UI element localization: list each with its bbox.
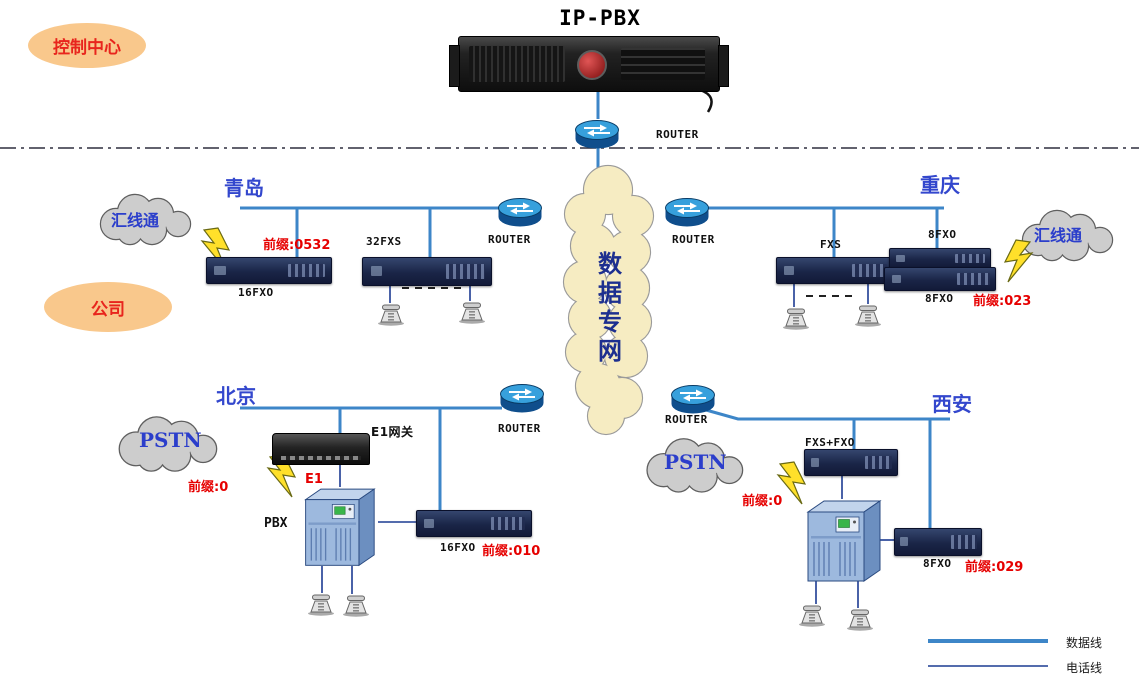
- cloud-label-chongqing-trunk: 汇线通: [1034, 226, 1083, 245]
- phone-icon-beijing-1: [308, 594, 334, 616]
- dashed-phone-lines: [402, 287, 858, 297]
- device-8fxo-bottom-chongqing: [884, 267, 996, 291]
- phone-icon-qingdao-1: [378, 304, 404, 326]
- phone-icon-chongqing-1: [783, 308, 809, 330]
- device-16fxo-beijing: [416, 510, 532, 537]
- prefix-label-xian-8fxo: 前缀:029: [965, 560, 1024, 575]
- router-icon-beijing: [500, 384, 544, 413]
- device-8fxo-top-chongqing: [889, 248, 991, 269]
- region-label-beijing: 北京: [216, 384, 256, 408]
- prefix-label-beijing-16fxo: 前缀:010: [482, 544, 541, 559]
- device-label-32fxs: 32FXS: [366, 235, 402, 248]
- device-label-8fxo-xian: 8FXO: [923, 557, 952, 570]
- ippbx-server: [449, 36, 729, 92]
- network-cloud-label: 数据专网: [598, 250, 622, 365]
- phone-icon-qingdao-2: [459, 302, 485, 324]
- router-label-xian: ROUTER: [665, 413, 708, 426]
- pbx-cabinet-beijing: [304, 488, 376, 567]
- device-label-fxs-chongqing: FXS: [820, 238, 842, 251]
- server-rack-ear-right: [718, 45, 729, 87]
- device-fxs-fxo-xian: [804, 449, 898, 476]
- prefix-label-beijing-pstn: 前缀:0: [188, 480, 229, 495]
- pbx-cabinet-xian: [806, 500, 882, 582]
- router-label-chongqing: ROUTER: [672, 233, 715, 246]
- device-label-fxs-fxo-xian: FXS+FXO: [805, 436, 855, 449]
- region-label-xian: 西安: [932, 392, 972, 416]
- router-label-qingdao: ROUTER: [488, 233, 531, 246]
- device-8fxo-xian: [894, 528, 982, 556]
- server-rack-ear-left: [449, 45, 460, 87]
- device-label-e1-gateway: E1网关: [371, 425, 414, 439]
- phone-icon-beijing-2: [343, 595, 369, 617]
- device-32fxs-qingdao: [362, 257, 492, 286]
- device-label-16fxo-qingdao: 16FXO: [238, 286, 274, 299]
- device-label-pbx-beijing: PBX: [264, 516, 288, 531]
- router-icon-qingdao: [498, 198, 542, 227]
- prefix-label-xian-pstn: 前缀:0: [742, 494, 783, 509]
- device-label-8fxo-bottom-chongqing: 8FXO: [925, 292, 954, 305]
- phone-icon-xian-2: [847, 609, 873, 631]
- server-cable: [699, 88, 713, 113]
- router-label-beijing: ROUTER: [498, 422, 541, 435]
- phone-lines: [321, 282, 894, 608]
- router-icon-chongqing: [665, 198, 709, 227]
- prefix-label-qingdao: 前缀:0532: [263, 238, 331, 253]
- server-vents: [469, 46, 565, 82]
- router-icon-xian: [671, 385, 715, 414]
- device-16fxo-qingdao: [206, 257, 332, 284]
- company-bubble: 公司: [44, 282, 172, 332]
- device-label-16fxo-beijing: 16FXO: [440, 541, 476, 554]
- prefix-label-chongqing: 前缀:023: [973, 294, 1032, 309]
- control-center-bubble: 控制中心: [28, 23, 146, 68]
- phone-icon-chongqing-2: [855, 305, 881, 327]
- data-lines: [240, 90, 950, 529]
- legend-label-data-line: 数据线: [1066, 636, 1103, 650]
- router-label-core: ROUTER: [656, 128, 699, 141]
- cloud-label-qingdao-trunk: 汇线通: [111, 211, 160, 230]
- phone-icon-xian-1: [799, 605, 825, 627]
- device-label-8fxo-top-chongqing: 8FXO: [928, 228, 957, 241]
- router-icon-core: [575, 120, 619, 149]
- diagram-title: IP-PBX: [559, 6, 641, 30]
- e1-link-label: E1: [305, 472, 323, 487]
- legend-label-phone-line: 电话线: [1066, 661, 1103, 675]
- cloud-label-xian-pstn: PSTN: [664, 450, 727, 474]
- cloud-label-beijing-pstn: PSTN: [139, 428, 202, 452]
- region-label-chongqing: 重庆: [920, 173, 960, 197]
- region-label-qingdao: 青岛: [224, 176, 264, 200]
- device-e1-gateway-beijing: [272, 433, 370, 465]
- device-fxs-chongqing: [776, 257, 894, 284]
- server-drive-slots: [621, 48, 705, 80]
- server-logo-icon: [577, 50, 607, 80]
